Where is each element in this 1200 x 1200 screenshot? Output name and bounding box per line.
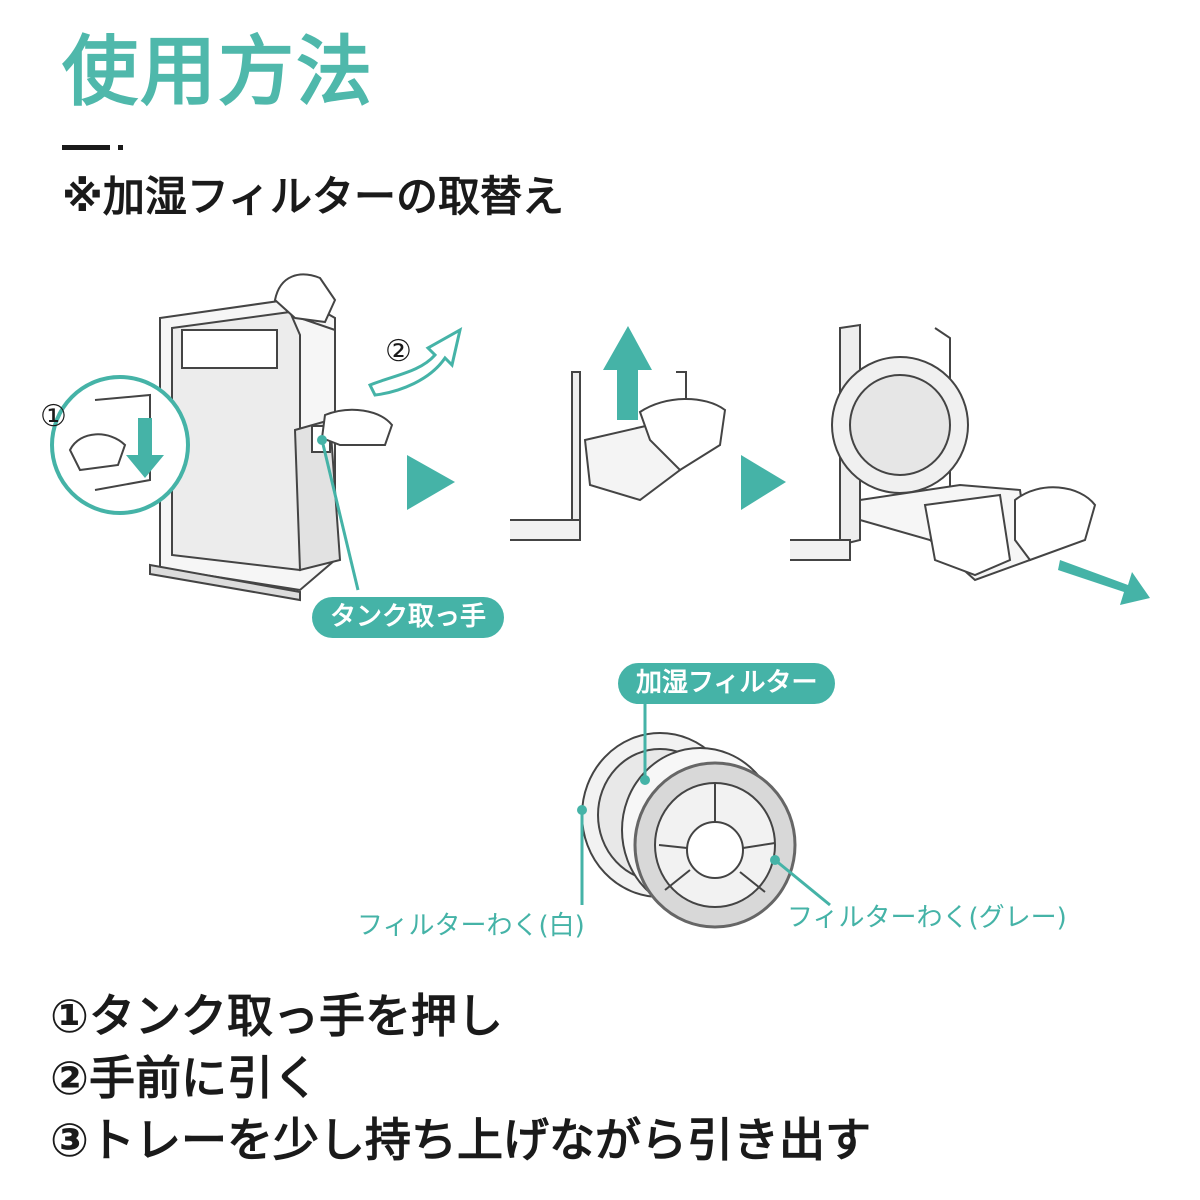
- hand-right-illustration: [320, 408, 394, 446]
- tank-handle-label: タンク取っ手: [312, 597, 505, 639]
- title-underline: [62, 145, 110, 150]
- pull-arrow-icon: [367, 327, 463, 397]
- tank-handle-leader: [320, 439, 360, 591]
- title-underline-dot: [118, 145, 123, 150]
- lift-up-arrow-icon: [603, 326, 652, 420]
- filter-removal-illustration: [790, 323, 1097, 582]
- step-marker-2: ②: [385, 334, 412, 369]
- humidifier-filter-illustration: [581, 732, 797, 929]
- page-subtitle: ※加湿フィルターの取替え: [62, 172, 564, 221]
- next-step-arrow-icon: [741, 455, 786, 510]
- frame-white-label: フィルターわく(白): [357, 911, 585, 941]
- gray-frame-leader-line: [774, 858, 831, 907]
- next-step-arrow-icon: [407, 455, 455, 510]
- hand-top-illustration: [273, 273, 337, 324]
- step-2-text: ②手前に引く: [50, 1051, 319, 1105]
- step-marker-1: ①: [40, 399, 67, 434]
- tray-lift-illustration: [510, 371, 727, 541]
- pull-out-arrow-icon: [1058, 560, 1150, 605]
- push-down-arrow-icon: [126, 418, 164, 478]
- page-title: 使用方法: [62, 27, 374, 116]
- humidifier-unit-illustration: [149, 296, 342, 602]
- step-1-text: ①タンク取っ手を押し: [50, 989, 503, 1043]
- frame-gray-label: フィルターわく(グレー): [787, 903, 1067, 933]
- instruction-steps: ①タンク取っ手を押し ②手前に引く ③トレーを少し持ち上げながら引き出す: [50, 985, 871, 1171]
- step-3-text: ③トレーを少し持ち上げながら引き出す: [50, 1113, 871, 1167]
- humidifier-filter-label: 加湿フィルター: [618, 663, 836, 705]
